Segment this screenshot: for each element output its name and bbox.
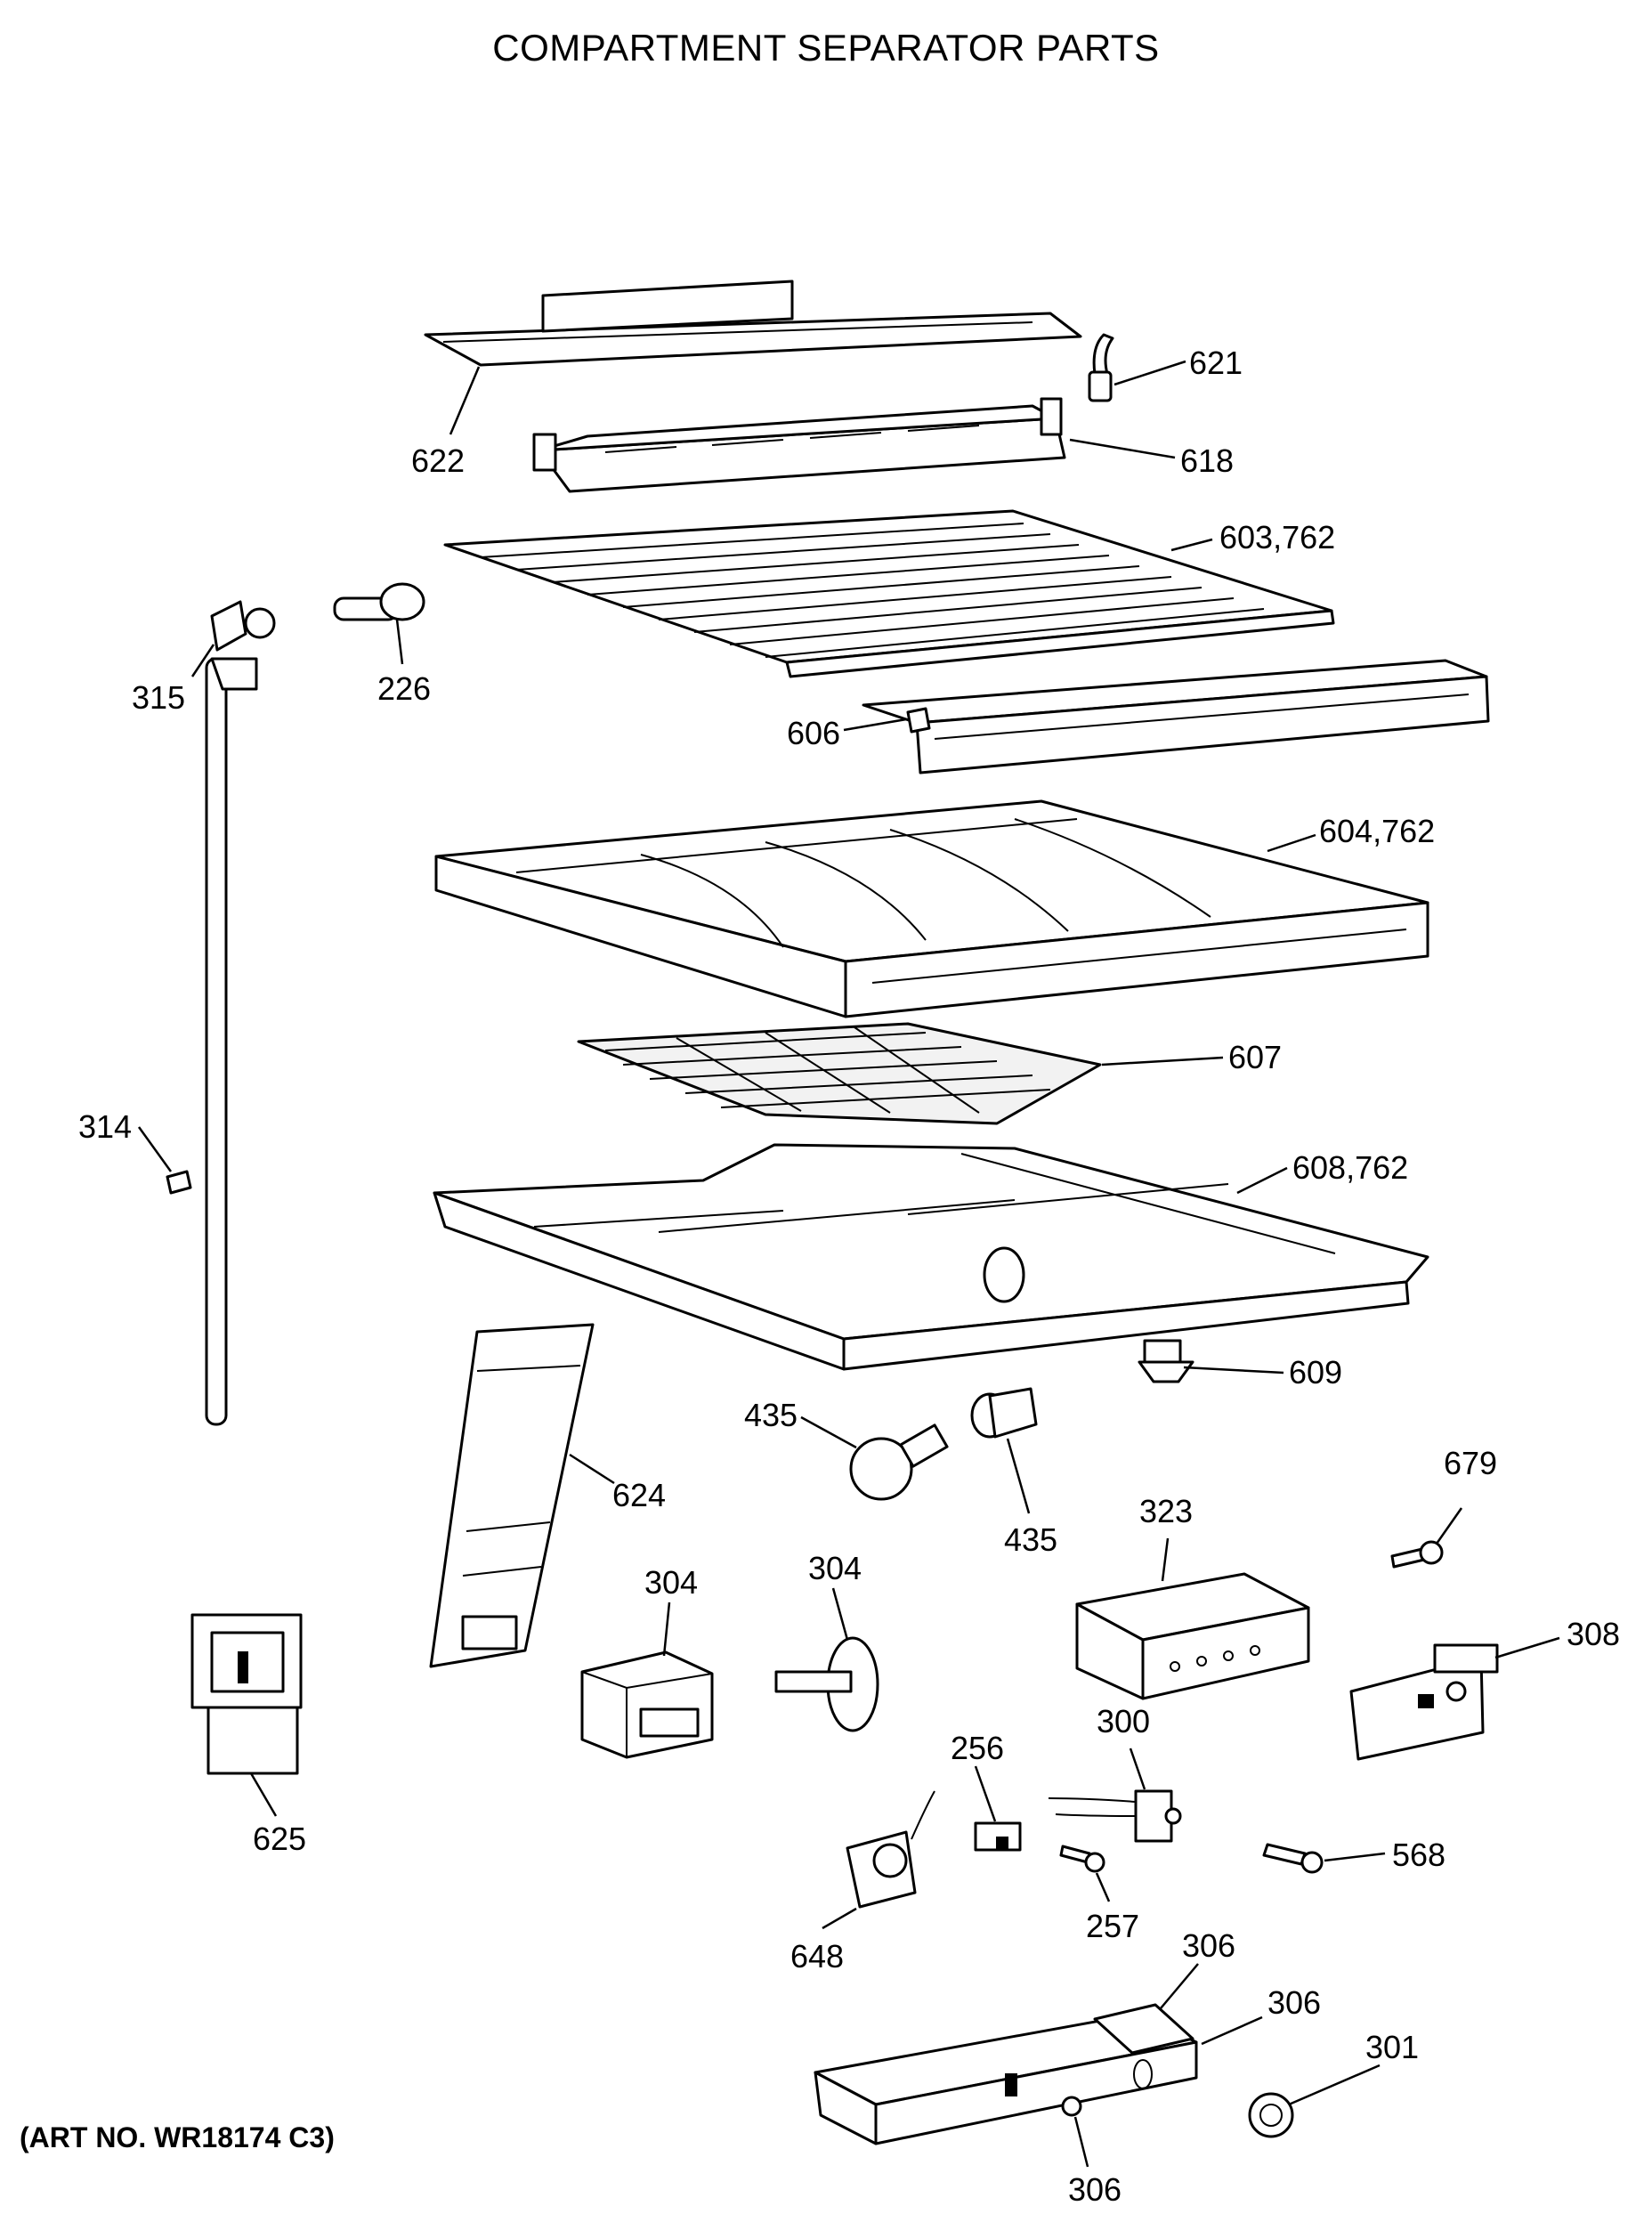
part-608-tray bbox=[433, 1143, 1429, 1371]
callout-306b: 306 bbox=[1267, 1984, 1321, 2021]
leader-604 bbox=[1267, 833, 1316, 853]
part-625-housing bbox=[190, 1613, 303, 1775]
leader-621 bbox=[1113, 360, 1186, 386]
leader-568 bbox=[1324, 1852, 1386, 1862]
leader-301 bbox=[1288, 2064, 1381, 2106]
leader-607 bbox=[1101, 1056, 1224, 1066]
diagram-title: COMPARTMENT SEPARATOR PARTS bbox=[492, 27, 1159, 69]
leader-315 bbox=[190, 644, 215, 677]
callout-621: 621 bbox=[1189, 345, 1243, 381]
part-304-dial bbox=[774, 1636, 879, 1732]
leader-314 bbox=[137, 1126, 173, 1172]
leader-603 bbox=[1170, 538, 1213, 552]
leader-625 bbox=[249, 1772, 278, 1817]
callout-304b: 304 bbox=[808, 1550, 862, 1586]
callout-314: 314 bbox=[78, 1108, 132, 1145]
part-609-switch bbox=[1138, 1339, 1194, 1383]
callout-604: 604,762 bbox=[1319, 813, 1435, 849]
part-621-sensor bbox=[1088, 333, 1114, 402]
callout-257: 257 bbox=[1086, 1908, 1139, 1944]
leader-609 bbox=[1183, 1366, 1284, 1375]
leader-622 bbox=[449, 366, 481, 435]
callout-618: 618 bbox=[1180, 442, 1234, 479]
leader-256 bbox=[974, 1765, 997, 1822]
leader-618 bbox=[1069, 438, 1176, 459]
part-622-cover bbox=[424, 280, 1082, 367]
callout-607: 607 bbox=[1228, 1039, 1282, 1075]
part-315-bracket bbox=[205, 600, 276, 1426]
callout-609: 609 bbox=[1289, 1354, 1342, 1391]
callout-300: 300 bbox=[1097, 1703, 1150, 1739]
leader-226 bbox=[395, 619, 404, 665]
leader-300 bbox=[1129, 1748, 1146, 1790]
callout-606: 606 bbox=[787, 715, 840, 751]
leader-304b bbox=[831, 1587, 849, 1641]
part-624-duct bbox=[429, 1323, 595, 1668]
callout-624: 624 bbox=[612, 1477, 666, 1513]
part-314-clip bbox=[166, 1170, 192, 1195]
art-number: (ART NO. WR18174 C3) bbox=[20, 2121, 335, 2153]
leader-306c bbox=[1073, 2116, 1089, 2168]
part-304-box bbox=[580, 1650, 714, 1759]
callout-622: 622 bbox=[411, 442, 465, 479]
leader-679 bbox=[1435, 1507, 1463, 1545]
leader-257 bbox=[1095, 1872, 1111, 1902]
callout-256: 256 bbox=[951, 1730, 1004, 1766]
leader-306b bbox=[1201, 2015, 1263, 2046]
callout-304a: 304 bbox=[644, 1564, 698, 1601]
part-618-housing bbox=[532, 397, 1066, 493]
leader-304a bbox=[662, 1602, 671, 1657]
leader-608 bbox=[1236, 1166, 1288, 1195]
leader-435a bbox=[800, 1415, 857, 1449]
leader-606 bbox=[843, 718, 907, 732]
callout-301: 301 bbox=[1365, 2029, 1419, 2065]
callout-568: 568 bbox=[1392, 1837, 1446, 1873]
callout-625: 625 bbox=[253, 1821, 306, 1857]
part-300-thermostat bbox=[1048, 1789, 1182, 1843]
callout-679: 679 bbox=[1444, 1445, 1497, 1481]
part-306-control-housing bbox=[814, 2003, 1198, 2145]
callout-435b: 435 bbox=[1004, 1521, 1057, 1558]
part-226-knob bbox=[333, 582, 425, 621]
callout-323: 323 bbox=[1139, 1493, 1193, 1529]
leader-306a bbox=[1160, 1963, 1199, 2009]
part-648-motor bbox=[846, 1790, 935, 1909]
leader-435b bbox=[1006, 1438, 1031, 1514]
callout-435a: 435 bbox=[744, 1397, 798, 1433]
part-607-heater bbox=[577, 1022, 1102, 1125]
callout-308: 308 bbox=[1567, 1616, 1620, 1652]
part-308-plate bbox=[1349, 1643, 1499, 1761]
part-301-knob bbox=[1248, 2092, 1294, 2138]
part-435-bulb bbox=[849, 1423, 949, 1501]
callout-603: 603,762 bbox=[1219, 519, 1335, 556]
callout-608: 608,762 bbox=[1292, 1149, 1408, 1186]
part-256-switch bbox=[974, 1821, 1022, 1852]
part-568-screw bbox=[1262, 1843, 1324, 1874]
leader-323 bbox=[1161, 1537, 1170, 1582]
leader-308 bbox=[1494, 1636, 1560, 1659]
part-435-socket bbox=[970, 1387, 1038, 1439]
part-323-bracket bbox=[1075, 1572, 1310, 1700]
part-606-panel bbox=[862, 659, 1490, 774]
callout-315: 315 bbox=[132, 679, 185, 716]
part-257-screw bbox=[1059, 1845, 1105, 1873]
callout-648: 648 bbox=[790, 1938, 844, 1975]
callout-306a: 306 bbox=[1182, 1927, 1235, 1964]
part-604-tray bbox=[434, 799, 1429, 1018]
leader-648 bbox=[822, 1907, 857, 1930]
part-603-grille-shelf bbox=[443, 509, 1335, 678]
part-679-screw bbox=[1390, 1540, 1444, 1569]
callout-226: 226 bbox=[377, 670, 431, 707]
callout-306c: 306 bbox=[1068, 2171, 1122, 2208]
leader-624 bbox=[569, 1453, 615, 1485]
